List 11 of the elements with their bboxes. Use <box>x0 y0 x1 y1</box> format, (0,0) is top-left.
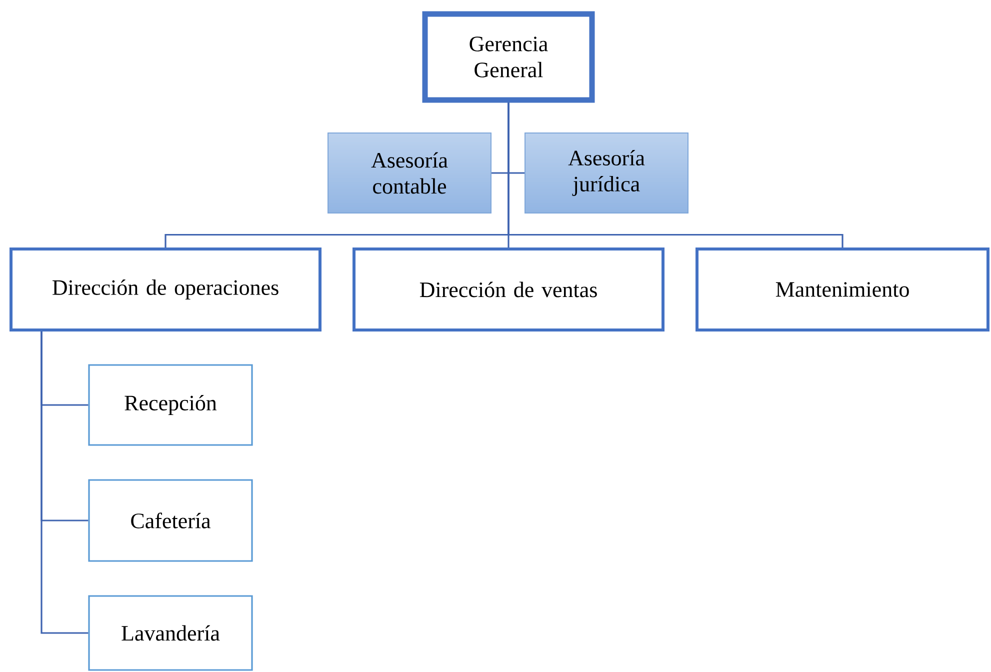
process-box: Lavandería <box>88 595 253 671</box>
connector-line <box>40 332 88 634</box>
process-box: Cafetería <box>88 479 253 562</box>
advisory-box: Asesoría jurídica <box>524 132 688 214</box>
process-box: Dirección de ventas <box>352 248 664 332</box>
process-box: Mantenimiento <box>696 248 990 332</box>
connector-line <box>508 102 844 248</box>
process-box: Dirección de operaciones <box>10 248 322 332</box>
advisory-box: Asesoría contable <box>328 132 492 214</box>
process-box: Gerencia General <box>422 11 595 103</box>
process-box: Recepción <box>88 364 253 446</box>
